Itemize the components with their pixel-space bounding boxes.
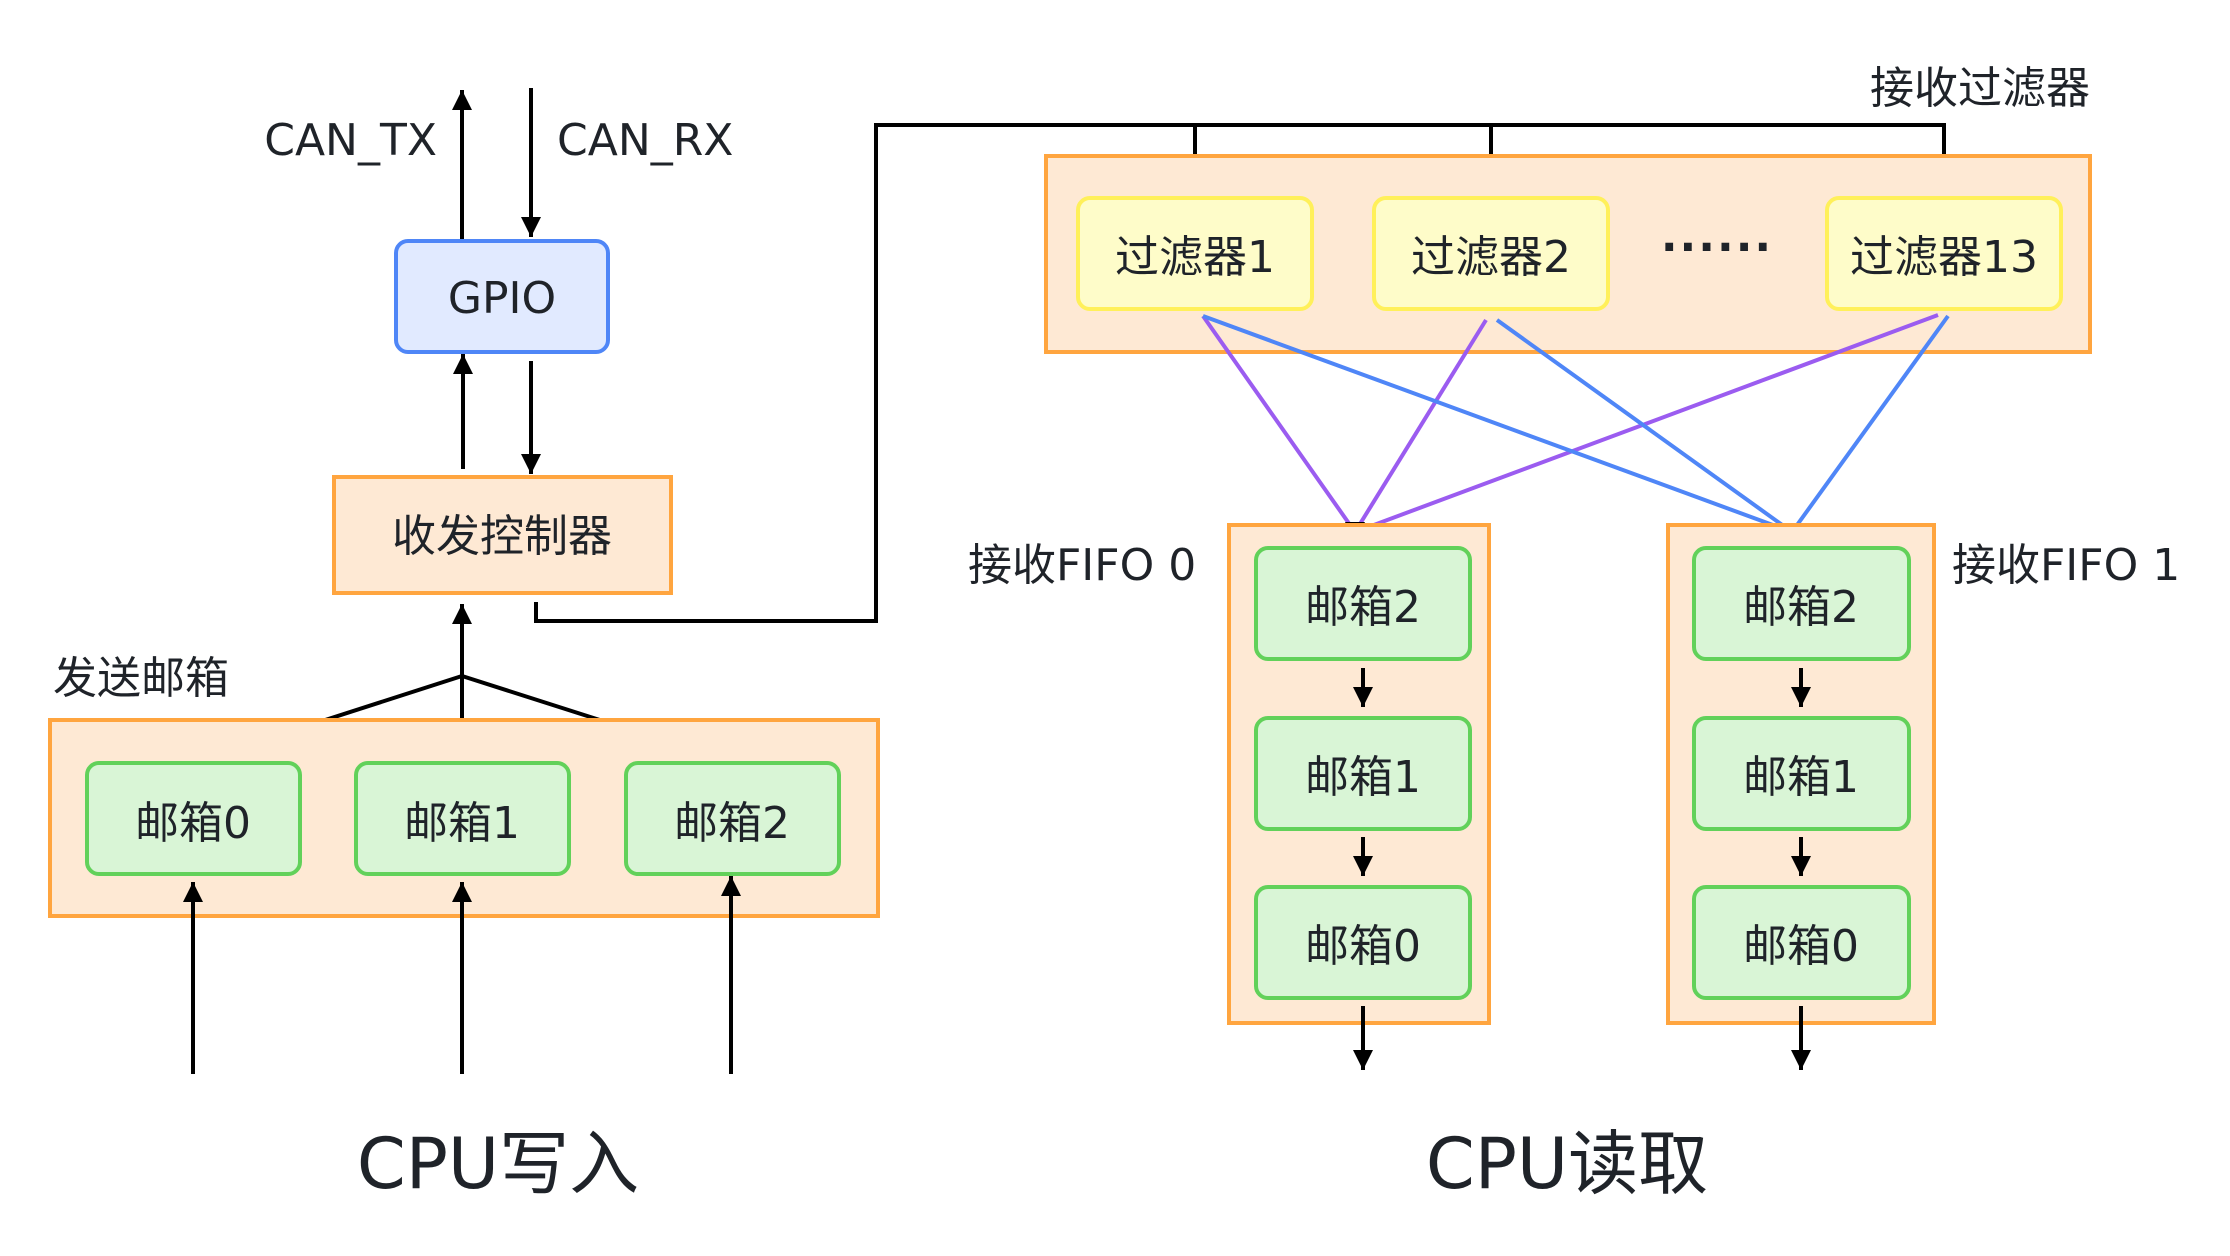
can-tx-label: CAN_TX bbox=[264, 115, 437, 166]
mailbox-box bbox=[1254, 716, 1472, 831]
mailbox-label: 邮箱1 bbox=[404, 798, 520, 849]
fifo1-mailbox-2: 邮箱2 bbox=[1692, 546, 1911, 661]
filter1-to-fifo0-route bbox=[1201, 314, 1357, 534]
filter-box bbox=[1372, 196, 1610, 311]
mailbox-label: 邮箱1 bbox=[1743, 752, 1859, 803]
mailbox-label: 邮箱1 bbox=[1305, 752, 1421, 803]
filter-box bbox=[1076, 196, 1314, 311]
tx-mailbox-1: 邮箱1 bbox=[354, 761, 571, 876]
filter-label: 过滤器2 bbox=[1411, 232, 1571, 283]
controller-box bbox=[332, 475, 673, 595]
can-rx-label: CAN_RX bbox=[557, 115, 733, 166]
mailbox-label: 邮箱2 bbox=[674, 798, 790, 849]
mailbox-box bbox=[624, 761, 841, 876]
fifo0-mailbox-0: 邮箱0 bbox=[1254, 885, 1472, 1000]
fifo0-title: 接收FIFO 0 bbox=[968, 540, 1196, 591]
mailbox-box bbox=[354, 761, 571, 876]
mailbox-label: 邮箱0 bbox=[1305, 921, 1421, 972]
gpio-block: GPIO bbox=[394, 239, 610, 354]
filter13-to-fifo0-route bbox=[1354, 313, 1939, 534]
controller-to-filters-line bbox=[534, 123, 1946, 623]
cpu-write-label: CPU写入 bbox=[357, 1123, 639, 1205]
tx-mailbox-0: 邮箱0 bbox=[85, 761, 302, 876]
cpu-read-label: CPU读取 bbox=[1426, 1123, 1708, 1205]
mailbox-box bbox=[1692, 716, 1911, 831]
mailbox-label: 邮箱2 bbox=[1305, 582, 1421, 633]
filters-container: 过滤器1 过滤器2 ······ 过滤器13 bbox=[1044, 154, 2092, 354]
filter-1: 过滤器1 bbox=[1076, 196, 1314, 311]
mailbox-box bbox=[1254, 885, 1472, 1000]
mailbox-box bbox=[1254, 546, 1472, 661]
fifo0-mailbox-2: 邮箱2 bbox=[1254, 546, 1472, 661]
filter1-to-fifo1-route bbox=[1202, 314, 1793, 534]
tx-mailbox-2: 邮箱2 bbox=[624, 761, 841, 876]
fifo1-mailbox-0: 邮箱0 bbox=[1692, 885, 1911, 1000]
filter-2: 过滤器2 bbox=[1372, 196, 1610, 311]
transceiver-controller: 收发控制器 bbox=[332, 475, 673, 595]
filter-label: 过滤器13 bbox=[1850, 232, 2038, 283]
fifo1-container: 邮箱2 邮箱1 邮箱0 bbox=[1666, 523, 1936, 1025]
mailbox-label: 邮箱2 bbox=[1743, 582, 1859, 633]
mailbox-box bbox=[1692, 885, 1911, 1000]
fifo0-container: 邮箱2 邮箱1 邮箱0 bbox=[1227, 523, 1491, 1025]
filter-13: 过滤器13 bbox=[1825, 196, 2063, 311]
filter13-to-fifo1-route bbox=[1790, 314, 1950, 534]
fifo1-title: 接收FIFO 1 bbox=[1952, 540, 2180, 591]
mailbox-label: 邮箱0 bbox=[1743, 921, 1859, 972]
filter2-to-fifo0-route bbox=[1353, 318, 1488, 534]
fifo1-mailbox-1: 邮箱1 bbox=[1692, 716, 1911, 831]
gpio-box bbox=[394, 239, 610, 354]
filter2-to-fifo1-route bbox=[1495, 318, 1794, 534]
mailbox-box bbox=[1692, 546, 1911, 661]
mailbox-box bbox=[85, 761, 302, 876]
filters-ellipsis: ······ bbox=[1661, 222, 1773, 273]
filter-box bbox=[1825, 196, 2063, 311]
tx-mailboxes-title: 发送邮箱 bbox=[53, 653, 229, 704]
fifo0-mailbox-1: 邮箱1 bbox=[1254, 716, 1472, 831]
controller-label: 收发控制器 bbox=[392, 511, 612, 562]
filters-title: 接收过滤器 bbox=[1870, 63, 2090, 114]
gpio-label: GPIO bbox=[448, 273, 556, 324]
mailbox-label: 邮箱0 bbox=[135, 798, 251, 849]
filter-label: 过滤器1 bbox=[1115, 232, 1275, 283]
